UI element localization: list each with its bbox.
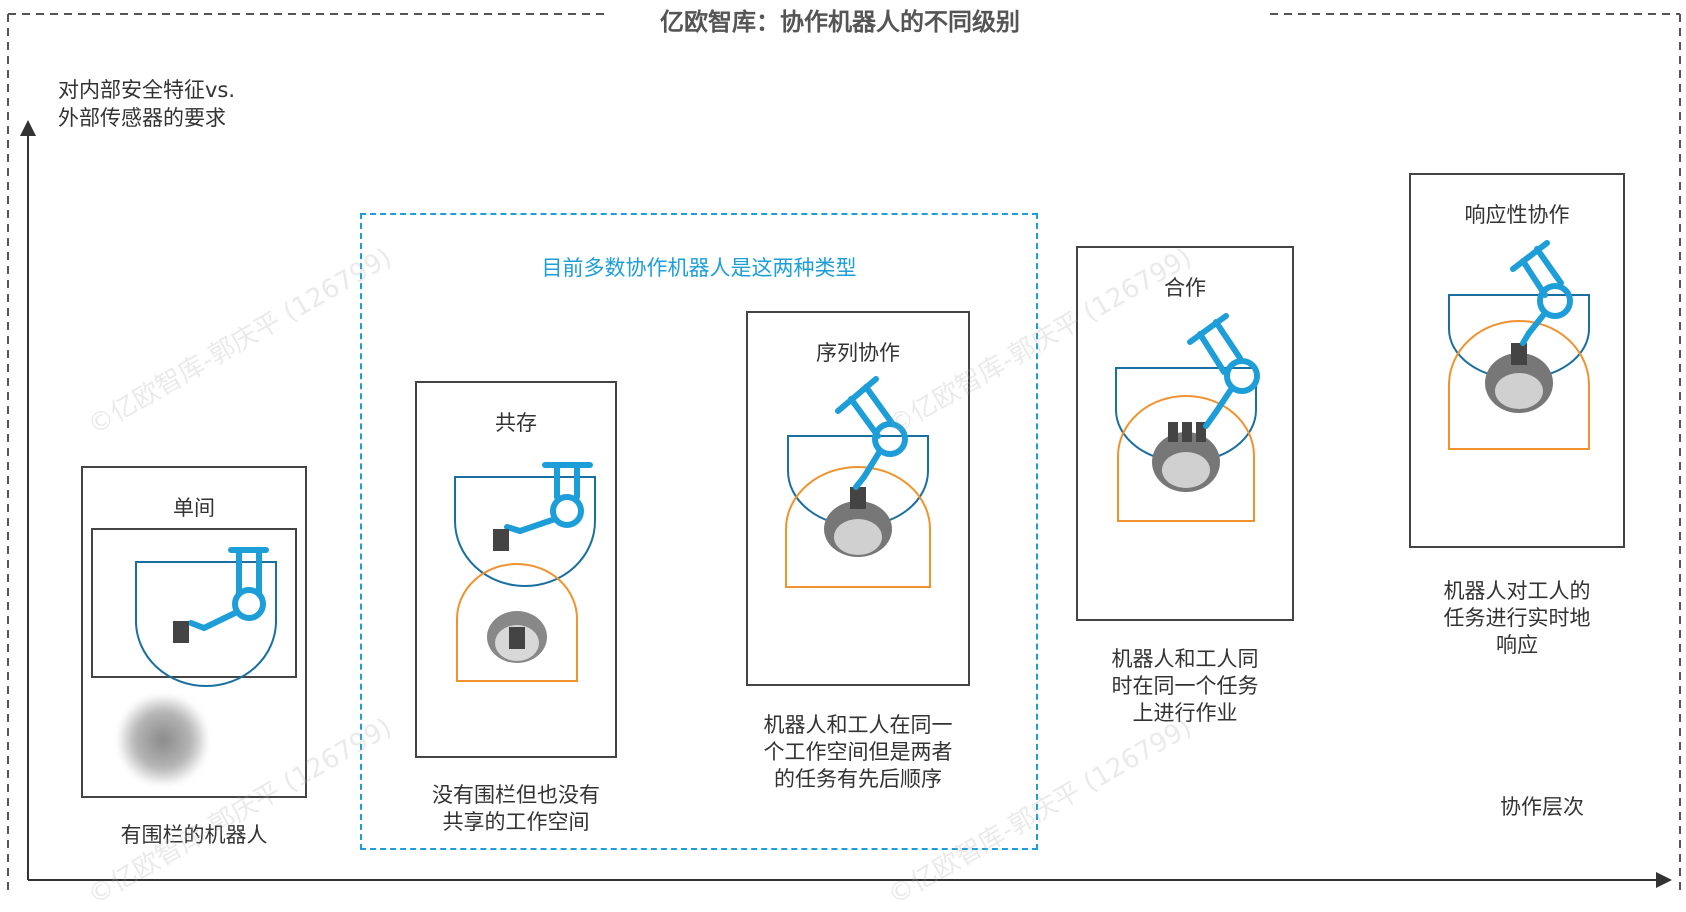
- fence-box: [91, 528, 297, 678]
- robot-illustration-coexistence: [454, 462, 596, 682]
- robot-illustration-cooperation: [1115, 313, 1260, 522]
- caption-line: 上进行作业: [1132, 701, 1238, 725]
- highlight-box: [360, 213, 1038, 850]
- y-axis-label-line1: 对内部安全特征vs.: [58, 78, 236, 102]
- level-title: 共存: [495, 411, 537, 435]
- caption-line: 机器人对工人的: [1443, 579, 1591, 603]
- caption-line: 机器人和工人同: [1111, 647, 1259, 671]
- highlight-label: 目前多数协作机器人是这两种类型: [541, 256, 857, 280]
- person-placeholder: [119, 696, 207, 784]
- caption-line: 任务进行实时地: [1443, 606, 1591, 630]
- caption-line: 有围栏的机器人: [120, 823, 268, 847]
- level-title: 序列协作: [816, 341, 900, 365]
- y-axis-arrow: [20, 120, 36, 136]
- robot-illustration-isolated: [135, 547, 277, 687]
- robot-illustration-sequential: [785, 376, 931, 588]
- caption-line: 没有围栏但也没有: [432, 783, 600, 807]
- y-axis-label: 对内部安全特征vs. 外部传感器的要求: [58, 76, 235, 132]
- caption-line: 共享的工作空间: [442, 810, 590, 834]
- caption-line: 的任务有先后顺序: [774, 767, 942, 791]
- level-title: 响应性协作: [1464, 203, 1570, 227]
- y-axis-label-line2: 外部传感器的要求: [58, 106, 226, 130]
- caption-line: 个工作空间但是两者: [763, 740, 953, 764]
- level-caption-sequential: 机器人和工人在同一 个工作空间但是两者 的任务有先后顺序: [712, 712, 1004, 793]
- level-card-coexistence: 共存: [415, 381, 617, 758]
- robot-illustration-responsive: [1448, 240, 1590, 450]
- level-caption-responsive: 机器人对工人的 任务进行实时地 响应: [1392, 578, 1642, 659]
- level-card-responsive: 响应性协作: [1409, 173, 1625, 548]
- level-title: 合作: [1164, 276, 1206, 300]
- page-title: 亿欧智库：协作机器人的不同级别: [660, 8, 1020, 36]
- level-title: 单间: [173, 496, 215, 520]
- caption-line: 时在同一个任务: [1111, 674, 1259, 698]
- level-caption-coexistence: 没有围栏但也没有 共享的工作空间: [380, 782, 652, 836]
- x-axis-label: 协作层次: [1500, 795, 1584, 819]
- level-caption-cooperation: 机器人和工人同 时在同一个任务 上进行作业: [1060, 646, 1310, 727]
- caption-line: 响应: [1496, 633, 1538, 657]
- level-caption-isolated: 有围栏的机器人: [76, 822, 312, 849]
- x-axis-arrow: [1656, 872, 1672, 888]
- level-card-isolated: 单间: [81, 466, 307, 798]
- caption-line: 机器人和工人在同一: [763, 713, 953, 737]
